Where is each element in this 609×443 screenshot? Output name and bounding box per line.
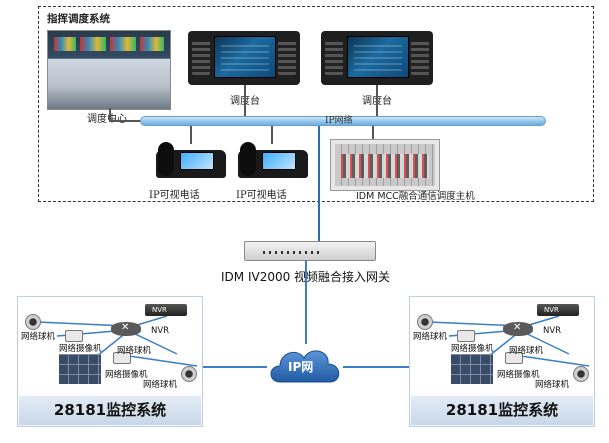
dispatch-system-boundary	[38, 6, 594, 202]
video-wall-screen	[110, 37, 136, 51]
link-line	[271, 126, 273, 144]
gateway-uplink-line	[318, 126, 320, 242]
video-wall-screen	[140, 37, 164, 51]
bullet-camera-icon	[505, 352, 523, 364]
phone-screen	[180, 152, 214, 170]
handset-icon	[278, 41, 296, 75]
cloud-right-link	[343, 366, 410, 368]
dome-camera-icon	[181, 366, 197, 382]
ip-network-bus-label: IP网络	[325, 116, 353, 126]
console-screen	[347, 36, 409, 78]
cloud-left-link	[203, 366, 267, 368]
link-line	[244, 85, 246, 118]
console-screen	[214, 36, 276, 78]
phone-screen	[262, 152, 296, 170]
video-wall-screen	[80, 37, 106, 51]
switch-icon	[503, 322, 533, 336]
video-wall-screen	[54, 37, 76, 51]
camera-label: 网络球机	[117, 346, 152, 356]
link-line	[372, 126, 374, 140]
camera-label: 网络摄像机	[497, 370, 540, 380]
phone-handset-icon	[240, 142, 256, 176]
camera-label: 网络球机	[21, 332, 56, 342]
camera-label: 网络球机	[535, 380, 570, 390]
link-line	[109, 108, 111, 120]
ip-video-phone	[238, 142, 308, 178]
cloud-label: IP网	[288, 360, 314, 374]
dome-camera-icon	[573, 366, 589, 382]
ip-network-cloud-icon	[270, 350, 340, 383]
monitoring-system-title: 28181监控系统	[411, 396, 593, 425]
bullet-camera-icon	[65, 330, 83, 342]
ip-video-phone	[156, 142, 226, 178]
handset-icon	[411, 41, 429, 75]
camera-label: 网络球机	[413, 332, 448, 342]
monitoring-system-panel: NVR NVR 网络球机 网络摄像机 网络球机 网络摄像机 网络球机 28181…	[17, 296, 203, 427]
camera-label: 网络摄像机	[451, 344, 494, 354]
nvr-device	[537, 304, 579, 316]
camera-label: 网络摄像机	[105, 370, 148, 380]
dome-camera-icon	[25, 314, 41, 330]
mcc-host-label: IDM MCC融合通信调度主机	[356, 191, 475, 202]
camera-label: 网络球机	[143, 380, 178, 390]
link-line	[376, 85, 378, 118]
keypad-icon	[325, 41, 343, 75]
system-title: 指挥调度系统	[47, 13, 110, 25]
gateway-cloud-link	[305, 260, 307, 344]
video-wall-icon	[59, 354, 101, 384]
monitoring-system-panel: NVR NVR 网络球机 网络摄像机 网络球机 网络摄像机 网络球机 28181…	[409, 296, 595, 427]
dispatch-center-photo	[47, 30, 171, 110]
dome-camera-icon	[417, 314, 433, 330]
switch-icon	[111, 322, 141, 336]
dispatch-console	[188, 31, 300, 85]
phone-label: IP可视电话	[236, 190, 287, 201]
phone-label: IP可视电话	[149, 190, 200, 201]
nvr-badge: NVR	[152, 306, 167, 314]
camera-label: 网络球机	[509, 346, 544, 356]
video-wall-icon	[451, 354, 493, 384]
gateway-indicator-lights	[263, 251, 323, 254]
link-line	[109, 120, 141, 122]
nvr-badge: NVR	[544, 306, 559, 314]
video-fusion-gateway	[244, 241, 376, 261]
bullet-camera-icon	[457, 330, 475, 342]
phone-handset-icon	[158, 142, 174, 176]
camera-label: 网络摄像机	[59, 344, 102, 354]
mcc-ports	[341, 154, 429, 178]
monitoring-system-title: 28181监控系统	[19, 396, 201, 425]
keypad-icon	[192, 41, 210, 75]
bullet-camera-icon	[113, 352, 131, 364]
link-line	[190, 126, 192, 144]
ip-network-bus	[140, 116, 546, 126]
dispatch-center-label: 调度中心	[87, 114, 127, 125]
mcc-dispatch-host	[330, 139, 440, 191]
dispatch-console	[321, 31, 433, 85]
nvr-label: NVR	[151, 326, 170, 336]
nvr-device	[145, 304, 187, 316]
nvr-label: NVR	[543, 326, 562, 336]
